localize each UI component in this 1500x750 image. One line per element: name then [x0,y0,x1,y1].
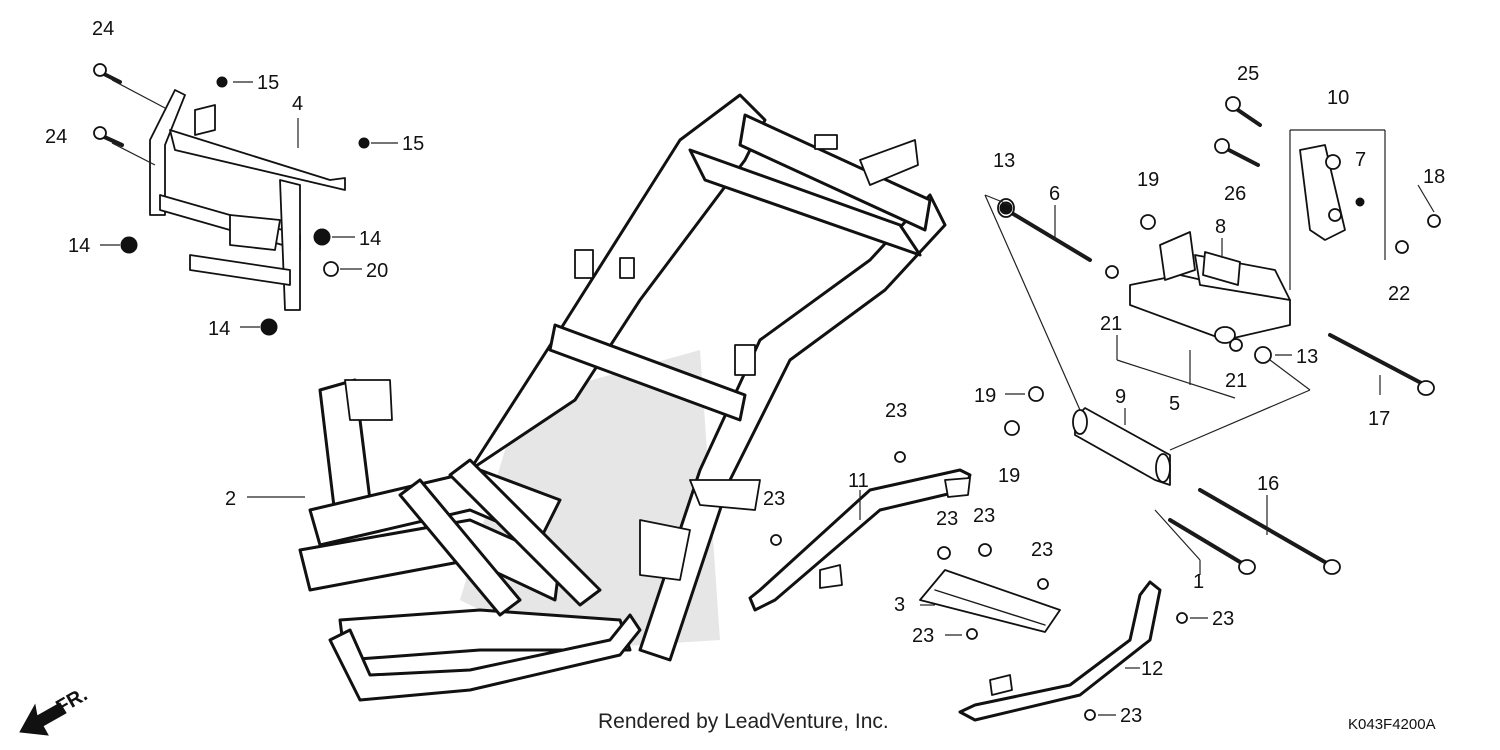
callout-1: 1 [1193,571,1204,593]
nut-19a[interactable] [1140,214,1156,230]
bolt-25[interactable] [1225,96,1262,127]
link-10[interactable] [1299,144,1346,241]
washer-13b[interactable] [1254,346,1272,364]
nut-14b[interactable] [313,228,331,246]
engine-mount-5[interactable] [1129,231,1291,344]
plate-3[interactable] [919,569,1061,633]
callout-20: 20 [366,260,388,282]
collar-21b[interactable] [1229,338,1243,352]
callout-13-right: 13 [1296,346,1318,368]
callout-22: 22 [1388,283,1410,305]
collar-15b[interactable] [358,137,370,149]
nut-19c[interactable] [1004,420,1020,436]
collar-15a[interactable] [216,76,228,88]
bolt-23c[interactable] [937,546,951,560]
callout-26: 26 [1224,183,1246,205]
nut-14c[interactable] [260,318,278,336]
collar-22[interactable] [1395,240,1409,254]
callout-23-bottom: 23 [1120,705,1142,727]
callout-18: 18 [1423,166,1445,188]
callout-2: 2 [225,488,236,510]
callout-16: 16 [1257,473,1279,495]
leader-lines [100,79,1435,716]
callout-6: 6 [1049,183,1060,205]
callout-3: 3 [894,594,905,616]
callout-23-plate-left: 23 [936,508,958,530]
nut-19b[interactable] [1028,386,1044,402]
callout-21-upper: 21 [1100,313,1122,335]
callout-25: 25 [1237,63,1259,85]
callout-5: 5 [1169,393,1180,415]
callout-23-left: 23 [763,488,785,510]
callout-23-plate-bottom: 23 [912,625,934,647]
bolt-23f[interactable] [966,628,978,640]
hardware [120,76,1441,721]
bolt-23d[interactable] [978,543,992,557]
callout-21-lower: 21 [1225,370,1247,392]
callout-12: 12 [1141,658,1163,680]
bolt-26[interactable] [1214,138,1260,167]
callout-14-lower: 14 [208,318,230,340]
callout-23-rail-right: 23 [1212,608,1234,630]
callout-10: 10 [1327,87,1349,109]
bolt-23a[interactable] [894,451,906,463]
callout-4: 4 [292,93,303,115]
collar-7[interactable] [1355,197,1365,207]
diagram-code: K043F4200A [1348,716,1436,733]
nut-20[interactable] [323,261,339,277]
callout-23-plate-right: 23 [973,505,995,527]
callout-8: 8 [1215,216,1226,238]
bolt-23e[interactable] [1037,578,1049,590]
nut-14a[interactable] [120,236,138,254]
render-credit: Rendered by LeadVenture, Inc. [598,710,889,733]
callout-19-lower: 19 [998,465,1020,487]
front-bracket-4[interactable] [149,89,346,311]
callout-24-left: 24 [45,126,67,148]
callout-23-plate-far: 23 [1031,539,1053,561]
bolt-24-upper[interactable] [93,63,122,84]
bolt-17[interactable] [1328,333,1435,396]
callout-17: 17 [1368,408,1390,430]
bolt-16[interactable] [1198,488,1341,575]
callout-11: 11 [848,470,869,492]
callout-14-left: 14 [68,235,90,257]
bolt-24-lower[interactable] [93,126,124,147]
bolt-23b[interactable] [770,534,782,546]
bolt-23h[interactable] [1084,709,1096,721]
collar-21a[interactable] [1105,265,1119,279]
front-direction-arrow-icon [19,702,67,736]
callout-23-top: 23 [885,400,907,422]
callout-7: 7 [1355,149,1366,171]
callout-labels: 24 24 15 15 4 14 14 20 14 2 13 6 19 8 25… [45,18,1445,727]
bolt-23g[interactable] [1176,612,1188,624]
rail-11[interactable] [748,468,972,612]
callout-14-right: 14 [359,228,381,250]
callout-13-top: 13 [993,150,1015,172]
callout-15-right: 15 [402,133,424,155]
callout-9: 9 [1115,386,1126,408]
main-frame[interactable] [298,93,947,702]
rail-12[interactable] [958,580,1162,722]
callout-15-upper: 15 [257,72,279,94]
callout-19-top: 19 [1137,169,1159,191]
nut-18[interactable] [1427,214,1441,228]
bolt-1[interactable] [1168,518,1256,575]
callout-24-top: 24 [92,18,114,40]
shaft-9[interactable] [1072,407,1171,486]
callout-19-mid: 19 [974,385,996,407]
